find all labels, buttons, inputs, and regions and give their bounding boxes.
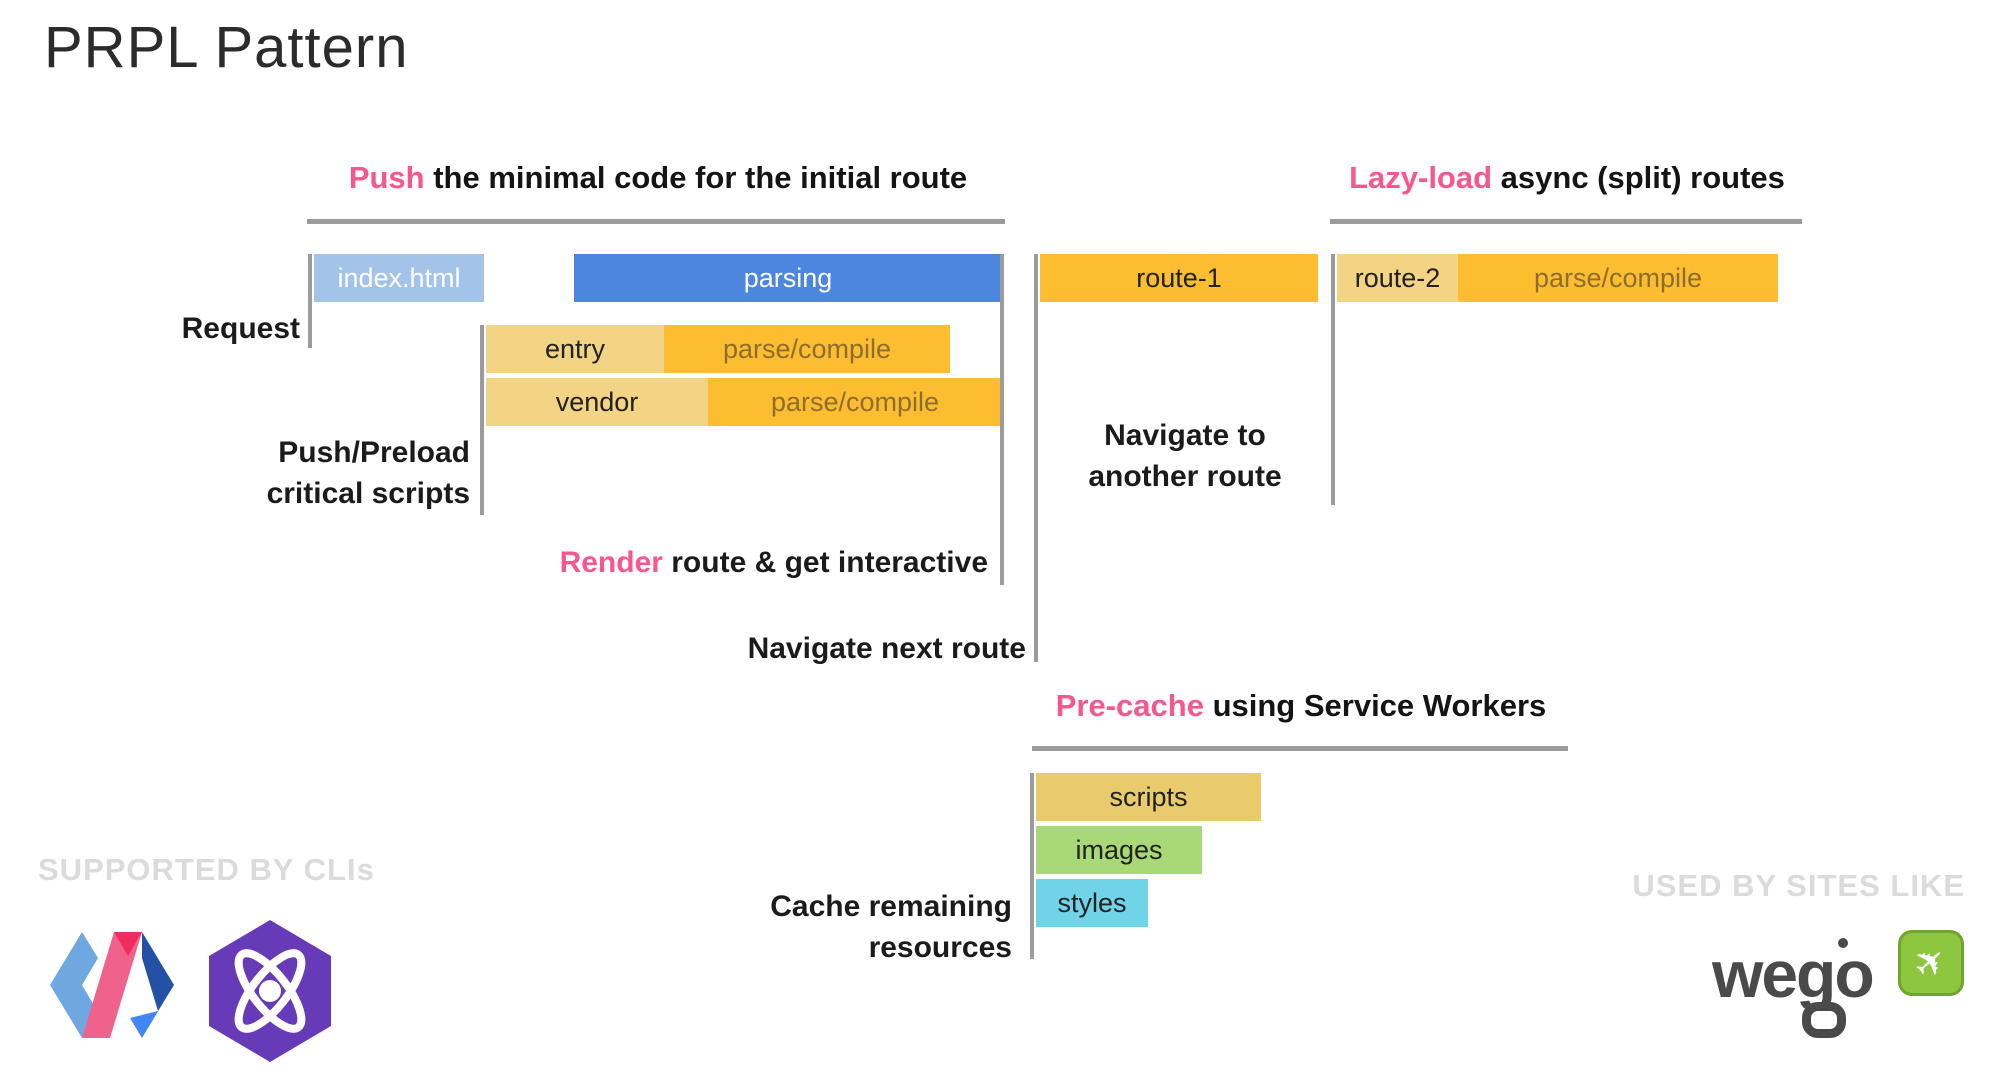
polymer-logo-svg bbox=[50, 932, 174, 1038]
wego-g-dot bbox=[1838, 938, 1848, 948]
request-tick-line bbox=[308, 254, 312, 348]
heading-push-rest: the minimal code for the initial route bbox=[424, 160, 968, 195]
polymer-logo bbox=[46, 928, 182, 1045]
lazy-underline bbox=[1330, 219, 1802, 224]
bar-route-1: route-1 bbox=[1040, 254, 1318, 302]
label-push-preload-line1: Push/Preload bbox=[278, 436, 470, 469]
label-navigate-next: Navigate next route bbox=[747, 632, 1026, 665]
bar-parsing: parsing bbox=[574, 254, 1002, 302]
cache-tick-line bbox=[1030, 773, 1034, 959]
heading-precache: Pre-cache using Service Workers bbox=[1032, 688, 1570, 724]
label-request: Request bbox=[181, 312, 300, 345]
wego-g-bowl bbox=[1802, 1002, 1846, 1038]
bar-entry-parse-compile: parse/compile bbox=[664, 325, 950, 373]
navigate-another-tick-line bbox=[1331, 254, 1335, 505]
bar-entry: entry bbox=[486, 325, 664, 373]
wego-logo-text: wego bbox=[1712, 937, 1875, 1011]
bar-vendor: vendor bbox=[486, 378, 708, 426]
label-cache-line2: resources bbox=[868, 931, 1012, 964]
bar-route-2: route-2 bbox=[1337, 254, 1458, 302]
page-title: PRPL Pattern bbox=[44, 15, 409, 80]
bar-index-html: index.html bbox=[314, 254, 484, 302]
bar-vendor-parse-compile: parse/compile bbox=[708, 378, 1002, 426]
label-render-rest: route & get interactive bbox=[662, 546, 988, 579]
bar-route-2-parse-compile: parse/compile bbox=[1458, 254, 1778, 302]
bar-images: images bbox=[1036, 826, 1202, 874]
label-push-preload: Push/Preload critical scripts bbox=[170, 432, 470, 514]
render-tick-line bbox=[1000, 254, 1004, 585]
heading-push: Push the minimal code for the initial ro… bbox=[310, 160, 1006, 196]
used-by-sites-label: USED BY SITES LIKE bbox=[1632, 868, 1965, 903]
supported-by-clis-label: SUPPORTED BY CLIs bbox=[38, 852, 375, 887]
wego-logo-badge: ✈ bbox=[1898, 930, 1964, 996]
label-navigate-another-line2: another route bbox=[1088, 460, 1282, 493]
heading-lazy-highlight: Lazy-load bbox=[1349, 160, 1493, 195]
label-navigate-another-line1: Navigate to bbox=[1104, 419, 1266, 452]
preact-logo bbox=[204, 918, 336, 1069]
label-cache-remaining: Cache remaining resources bbox=[700, 886, 1012, 968]
bar-styles: styles bbox=[1036, 879, 1148, 927]
airplane-icon: ✈ bbox=[1905, 936, 1957, 990]
navigate-next-tick-line bbox=[1034, 254, 1038, 662]
bar-scripts: scripts bbox=[1036, 773, 1261, 821]
heading-push-highlight: Push bbox=[348, 160, 425, 195]
label-render: Render route & get interactive bbox=[480, 542, 988, 583]
heading-lazy-rest: async (split) routes bbox=[1492, 160, 1785, 195]
heading-lazy-load: Lazy-load async (split) routes bbox=[1330, 160, 1804, 196]
label-render-highlight: Render bbox=[559, 546, 663, 579]
heading-precache-rest: using Service Workers bbox=[1203, 688, 1547, 723]
label-cache-line1: Cache remaining bbox=[770, 890, 1012, 923]
push-preload-tick-line bbox=[480, 325, 484, 515]
label-navigate-another: Navigate to another route bbox=[1045, 415, 1325, 497]
preact-logo-svg bbox=[209, 920, 331, 1062]
heading-precache-highlight: Pre-cache bbox=[1055, 688, 1204, 723]
precache-underline bbox=[1032, 746, 1568, 751]
push-underline bbox=[307, 219, 1005, 224]
label-push-preload-line2: critical scripts bbox=[266, 477, 470, 510]
